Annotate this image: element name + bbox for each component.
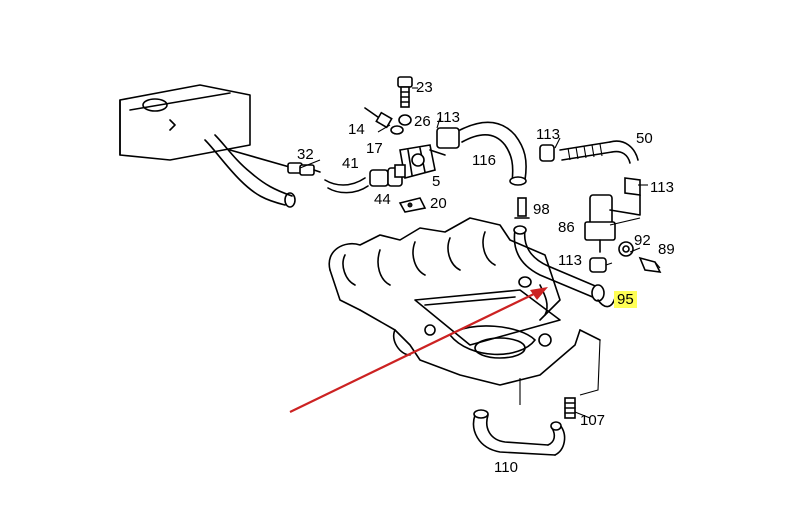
pump-part-86 — [584, 194, 662, 273]
callout-98: 98 — [533, 201, 550, 218]
callout-89: 89 — [658, 241, 675, 258]
hose-part-110 — [472, 409, 566, 456]
red-arrow — [289, 287, 548, 413]
callout-5: 5 — [432, 173, 441, 190]
callout-116: 116 — [472, 152, 496, 169]
callout-95-highlighted: 95 — [614, 291, 637, 308]
callout-50: 50 — [636, 130, 653, 147]
callout-32: 32 — [297, 146, 314, 163]
callout-86: 86 — [558, 219, 575, 236]
hose-part-50 — [539, 140, 641, 196]
callout-110: 110 — [494, 459, 518, 476]
callout-20: 20 — [430, 195, 447, 212]
callout-23: 23 — [416, 79, 433, 96]
callout-26: 26 — [414, 113, 431, 130]
callout-44: 44 — [374, 191, 391, 208]
valve-cover — [119, 84, 251, 161]
hose-part-116 — [436, 121, 527, 186]
hose-part-41 — [324, 167, 403, 194]
callout-113-a: 113 — [436, 109, 460, 126]
fitting-part-98 — [514, 197, 530, 219]
callout-107: 107 — [580, 412, 606, 429]
fitting-part-107 — [564, 397, 576, 419]
callout-113-c: 113 — [650, 179, 674, 196]
callout-113-d: 113 — [558, 252, 582, 269]
callout-17: 17 — [366, 140, 383, 157]
callout-92: 92 — [634, 232, 651, 249]
leader-lines — [299, 87, 661, 419]
intake-manifold — [328, 217, 601, 386]
callout-113-b: 113 — [536, 126, 560, 143]
callout-14: 14 — [348, 121, 365, 138]
callout-41: 41 — [342, 155, 359, 172]
valve-assembly-part-5 — [364, 76, 446, 213]
